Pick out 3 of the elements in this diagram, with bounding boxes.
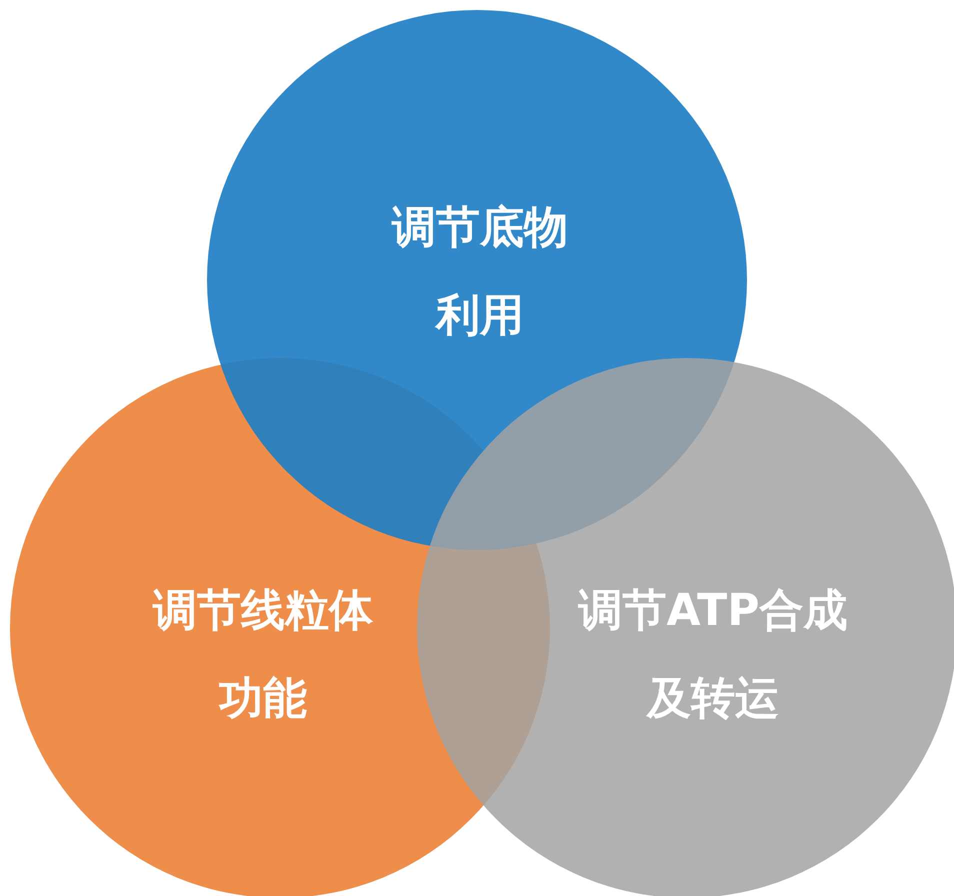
circle-label: 调节线粒体功能: [152, 584, 374, 726]
circle-label: 调节底物利用: [390, 201, 569, 343]
circle-label: 调节ATP合成及转运: [577, 584, 848, 726]
